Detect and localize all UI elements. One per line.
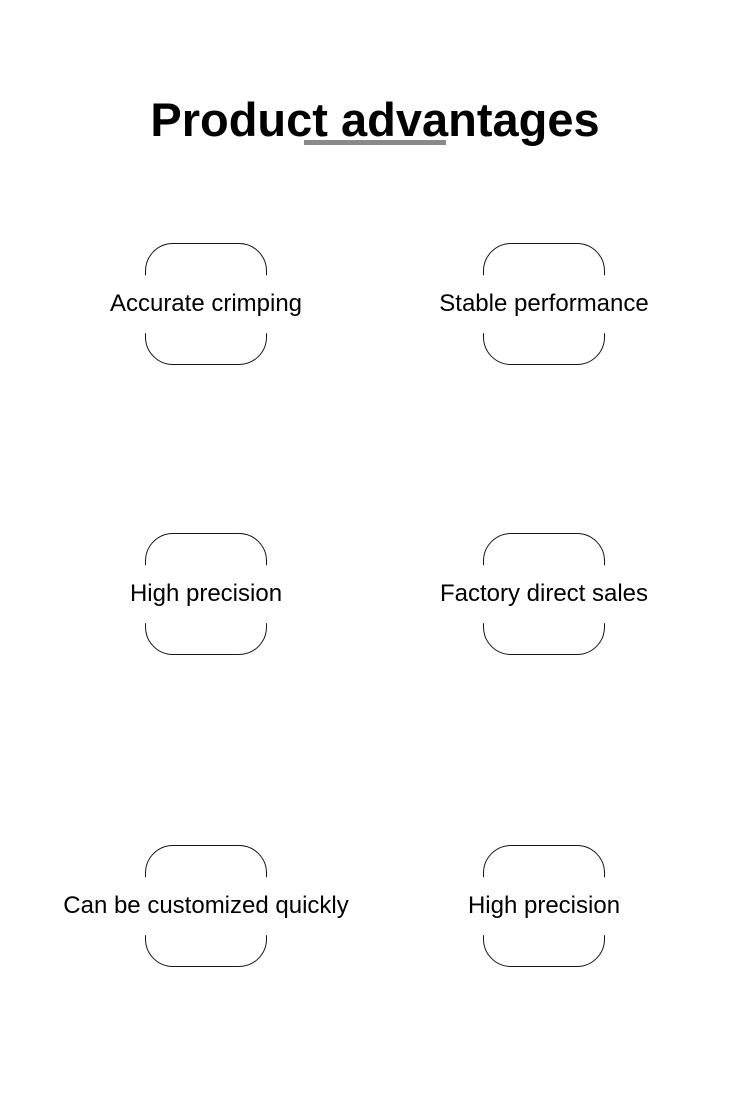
feature-label: Can be customized quickly bbox=[55, 877, 357, 935]
feature-card: Can be customized quickly bbox=[55, 845, 357, 967]
feature-label: Accurate crimping bbox=[101, 275, 311, 333]
feature-label: Factory direct sales bbox=[431, 565, 657, 623]
feature-card: Factory direct sales bbox=[431, 533, 657, 655]
feature-label: High precision bbox=[121, 565, 291, 623]
title-underline-divider bbox=[304, 140, 446, 145]
feature-label: High precision bbox=[459, 877, 629, 935]
feature-card: High precision bbox=[121, 533, 291, 655]
page-title: Product advantages bbox=[150, 93, 600, 147]
feature-card: Stable performance bbox=[431, 243, 657, 365]
feature-label: Stable performance bbox=[431, 275, 657, 333]
feature-card: High precision bbox=[459, 845, 629, 967]
feature-card: Accurate crimping bbox=[101, 243, 311, 365]
